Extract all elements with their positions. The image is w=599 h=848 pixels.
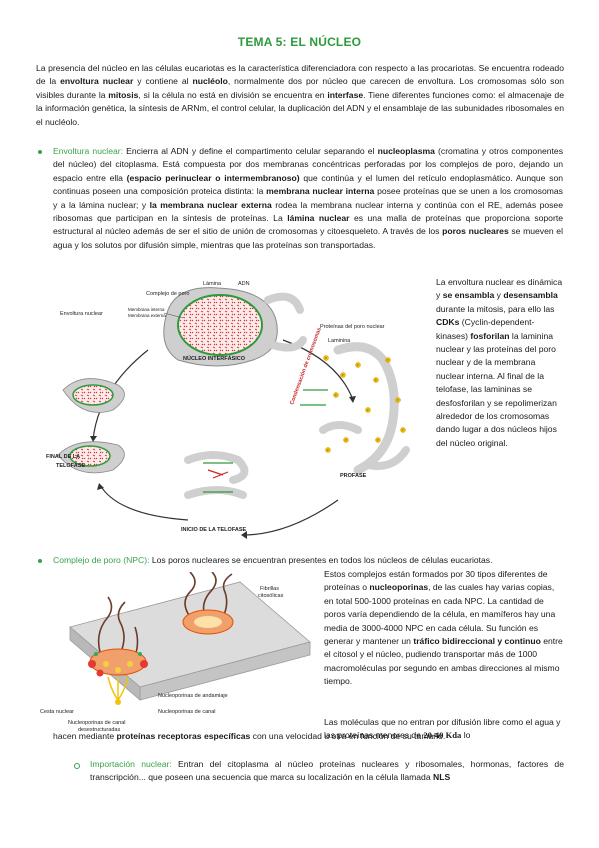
phosphate-dots <box>323 355 406 453</box>
label-adn: ADN <box>238 281 250 287</box>
poro-paragraph: Complejo de poro (NPC): Los poros nuclea… <box>53 555 493 565</box>
nuclear-cycle-figure: Lámina ADN Complejo de poro Envoltura nu… <box>46 281 410 539</box>
label-complejo: Complejo de poro <box>146 291 189 297</box>
phosphate-label-11: P <box>387 359 390 363</box>
phosphate-label-7: P <box>345 439 348 443</box>
page-title: TEMA 5: EL NÚCLEO <box>237 35 362 49</box>
interphase-nucleus <box>163 287 307 367</box>
label-laminina: Laminina <box>328 338 351 344</box>
transport-paragraph: Las moléculas que no entran por difusión… <box>324 717 561 741</box>
npc-paragraph: Estos complejos están formados por 30 ti… <box>324 569 563 687</box>
phosphate-label-4: P <box>335 394 338 398</box>
label-final-telofase-2: TELOFASE <box>56 463 85 469</box>
phosphate-label-10: P <box>327 449 330 453</box>
phosphate-label-6: P <box>367 409 370 413</box>
bullet-envoltura <box>38 150 42 154</box>
term-envoltura: Envoltura nuclear: <box>53 146 124 156</box>
label-nucleo-interfasico: NÚCLEO INTERFÁSICO <box>183 355 246 362</box>
label-inicio-telofase: INICIO DE LA TELOFASE <box>181 527 247 533</box>
phosphate-label-0: P <box>325 357 328 361</box>
label-nup-desest-2: desestructuradas <box>78 727 120 733</box>
phosphate-label-2: P <box>357 364 360 368</box>
phosphate-label-9: P <box>402 429 405 433</box>
label-nup-desest-1: Nucleoporinas de canal <box>68 720 125 726</box>
label-mem-int: Membrana interna <box>128 307 165 312</box>
prophase-nucleus: Condensación de cromosomas <box>289 327 410 475</box>
envoltura-paragraph: Envoltura nuclear: Encierra al ADN y def… <box>53 146 564 250</box>
term-importacion: Importación nuclear: <box>90 759 172 769</box>
phosphate-label-8: P <box>377 439 380 443</box>
dynamics-paragraph: La envoltura nuclear es dinámica y se en… <box>436 277 563 448</box>
label-nup-canal: Nucleoporinas de canal <box>158 709 215 715</box>
phosphate-label-1: P <box>342 374 345 378</box>
label-envoltura: Envoltura nuclear <box>60 311 103 317</box>
receptor-paragraph: hacen mediante proteínas receptoras espe… <box>53 731 446 741</box>
label-mem-ext: Membrana externa <box>128 313 166 318</box>
label-profase: PROFASE <box>340 473 367 479</box>
late-telophase-nuclei <box>57 378 125 474</box>
label-final-telofase-1: FINAL DE LA <box>46 454 80 460</box>
nuclear-pore-figure: Fibrillas citosólicas Nucleoporinas de a… <box>40 572 311 733</box>
label-proteinas-poro: Proteínas del poro nuclear <box>320 324 385 330</box>
subbullet-importacion <box>74 763 80 769</box>
intro-paragraph: La presencia del núcleo en las células e… <box>36 63 565 127</box>
early-telophase-nuclei <box>184 451 249 499</box>
label-fibrillas-2: citosólicas <box>258 593 284 599</box>
term-poro: Complejo de poro (NPC): <box>53 555 150 565</box>
bullet-poro <box>38 559 42 563</box>
label-nup-andamiaje: Nucleoporinas de andamiaje <box>158 693 228 699</box>
label-lamina: Lámina <box>203 281 222 287</box>
importacion-paragraph: Importación nuclear: Entran del citoplas… <box>90 759 564 783</box>
phosphate-label-3: P <box>375 379 378 383</box>
phosphate-label-5: P <box>397 399 400 403</box>
label-cesta: Cesta nuclear <box>40 709 74 715</box>
label-fibrillas-1: Fibrillas <box>260 586 279 592</box>
